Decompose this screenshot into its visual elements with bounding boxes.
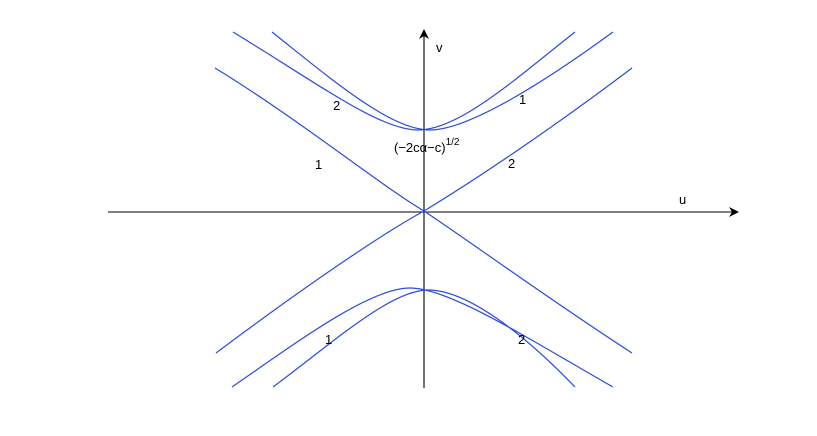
separatrix-left-lower: [215, 210, 425, 354]
upper-hyperbola-a: [232, 31, 576, 131]
vertex-label: (−2cα−c)1/2: [394, 137, 460, 155]
v-axis-label: v: [436, 40, 443, 55]
separatrix-right-upper: [423, 67, 633, 212]
vertex-label-exponent: 1/2: [446, 137, 460, 148]
lower-hyperbola-a: [231, 287, 614, 388]
u-axis-label: u: [679, 192, 686, 207]
separatrix-left-upper: [214, 67, 425, 212]
curve-label: 2: [508, 156, 515, 171]
vertex-label-base: (−2cα−c): [394, 140, 446, 155]
separatrix-right-lower: [423, 210, 633, 354]
curve-label: 1: [315, 157, 322, 172]
curve-label: 1: [519, 92, 526, 107]
upper-hyperbola-b: [271, 31, 614, 131]
curve-label: 2: [333, 98, 340, 113]
curve-label: 1: [325, 332, 332, 347]
lower-hyperbola-b: [272, 289, 576, 388]
curve-label: 2: [518, 332, 525, 347]
